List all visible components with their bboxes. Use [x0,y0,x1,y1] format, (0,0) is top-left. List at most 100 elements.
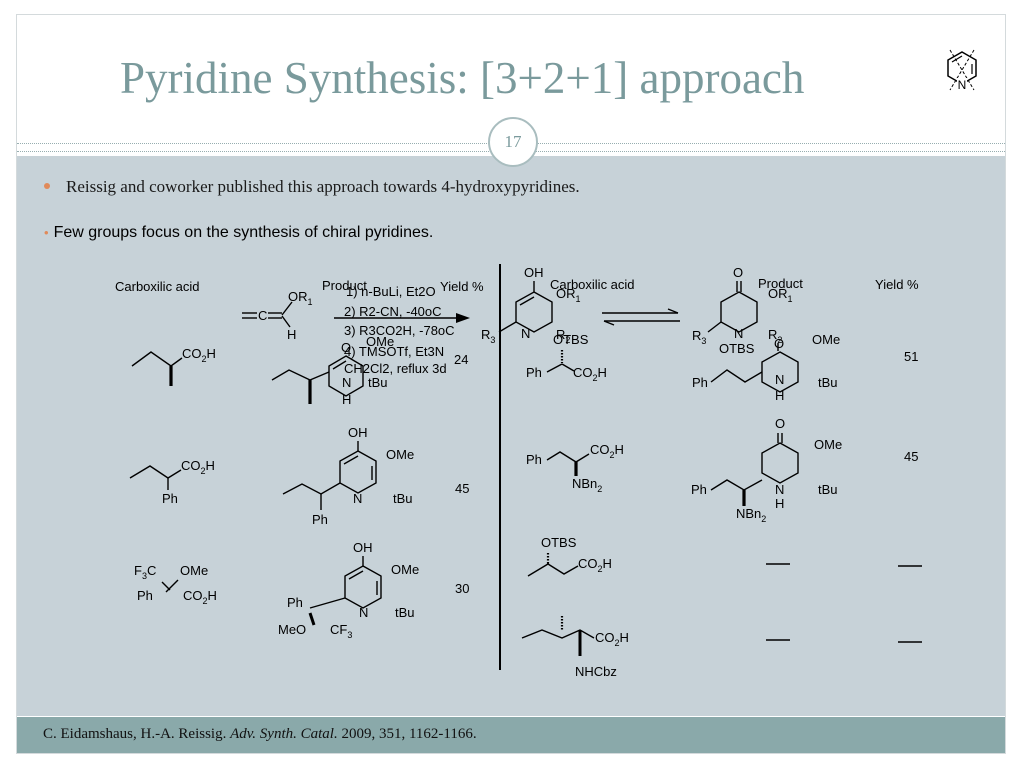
condition-4: 4) TMSOTf, Et3N [344,344,444,359]
allene-reagent: C OR1 H [242,289,313,342]
svg-text:Ph: Ph [692,375,708,390]
acid-left-2: Ph CO2H [129,458,215,506]
bullet-dot [44,183,50,190]
svg-text:H: H [775,496,784,511]
svg-text:OH: OH [353,540,373,555]
general-pyridone: O OR1 R3 N R2 [692,265,793,346]
svg-text:CF3: CF3 [330,622,352,640]
product-left-1: O OMe N H tBu [271,334,394,407]
svg-text:OH: OH [524,265,544,280]
yield-right-2: 45 [904,449,918,464]
svg-text:O: O [341,340,351,355]
page-number-badge: 17 [488,117,538,167]
svg-text:CO2H: CO2H [182,346,216,364]
svg-text:O: O [733,265,743,280]
product-left-3: OH OMe Ph MeO CF3 N tBu [278,540,419,640]
acid-right-4: CO2H NHCbz [521,616,629,679]
citation-footer: C. Eidamshaus, H.-A. Reissig. Adv. Synth… [17,717,1005,753]
svg-text:CO2H: CO2H [181,458,215,476]
svg-text:Ph: Ph [526,365,542,380]
svg-text:N: N [353,491,362,506]
bullet-1: Reissig and coworker published this appr… [44,177,580,197]
svg-text:N: N [342,375,351,390]
svg-text:CO2H: CO2H [573,365,607,383]
svg-text:Ph: Ph [312,512,328,527]
svg-text:N: N [775,372,784,387]
svg-text:tBu: tBu [395,605,415,620]
svg-text:NBn2: NBn2 [736,506,766,524]
header-left-product: Product [322,278,367,293]
svg-text:NHCbz: NHCbz [575,664,617,679]
svg-text:tBu: tBu [818,375,838,390]
svg-text:OMe: OMe [386,447,414,462]
bullet-2-text: Few groups focus on the synthesis of chi… [53,224,434,241]
header-right-product: Product [758,276,803,291]
svg-text:N: N [359,605,368,620]
header-right-yield: Yield % [875,277,919,292]
svg-text:OR1: OR1 [556,286,581,304]
svg-text:tBu: tBu [393,491,413,506]
acid-left-1: CO2H [131,346,216,386]
svg-text:OMe: OMe [812,332,840,347]
svg-text:N: N [775,482,784,497]
citation-text: C. Eidamshaus, H.-A. Reissig. Adv. Synth… [43,726,477,742]
svg-text:OMe: OMe [180,563,208,578]
allene-or-label: OR1 [288,289,313,307]
yield-left-1: 24 [454,352,468,367]
header-right-acid: Carboxilic acid [550,277,635,292]
svg-text:OR1: OR1 [768,286,793,304]
svg-text:OMe: OMe [814,437,842,452]
header-left-yield: Yield % [440,279,484,294]
product-right-2: O OMe Ph NBn2 N H tBu [691,416,842,524]
bullet-1-text: Reissig and coworker published this appr… [66,177,580,196]
slide-title: Pyridine Synthesis: [3+2+1] approach [120,53,805,103]
pyridine-logo-icon: N [947,49,977,92]
yield-left-3: 30 [455,581,469,596]
bullet-mark: • [44,225,49,240]
svg-text:O: O [774,336,784,351]
svg-text:CO2H: CO2H [590,442,624,460]
svg-text:N: N [734,326,743,341]
svg-text:H: H [775,388,784,403]
acid-right-3: OTBS CO2H [527,535,612,577]
svg-text:tBu: tBu [818,482,838,497]
equilibrium-arrows [602,308,680,326]
svg-text:N: N [521,326,530,341]
condition-3: 3) R3CO2H, -78oC [344,323,455,338]
svg-text:OTBS: OTBS [541,535,577,550]
svg-text:OTBS: OTBS [719,341,755,356]
svg-text:CO2H: CO2H [578,556,612,574]
acid-right-2: Ph CO2H NBn2 [526,442,624,494]
svg-text:NBn2: NBn2 [572,476,602,494]
svg-text:OMe: OMe [391,562,419,577]
svg-text:tBu: tBu [368,375,388,390]
svg-text:CO2H: CO2H [183,588,217,606]
svg-text:R2: R2 [768,327,782,345]
reaction-conditions: 1) n-BuLi, Et2O 2) R2-CN, -40oC 3) R3CO2… [344,284,455,376]
yield-left-2: 45 [455,481,469,496]
bullet-2: • Few groups focus on the synthesis of ch… [44,224,433,242]
svg-text:Ph: Ph [287,595,303,610]
svg-text:O: O [775,416,785,431]
condition-2: 2) R2-CN, -40oC [344,304,442,319]
slide-frame [16,14,1006,754]
svg-text:R3: R3 [692,328,706,346]
svg-text:H: H [342,392,351,407]
condition-1: 1) n-BuLi, Et2O [346,284,436,299]
general-hydroxypyridine: OH OR1 R3 N R2 [481,265,581,345]
svg-text:Ph: Ph [162,491,178,506]
svg-text:Ph: Ph [526,452,542,467]
product-left-2: OH OMe Ph N tBu [282,425,414,527]
svg-text:Ph: Ph [137,588,153,603]
allene-c: C [258,308,267,323]
svg-text:F3C: F3C [134,563,156,581]
svg-text:OMe: OMe [366,334,394,349]
condition-5: CH2Cl2, reflux 3d [344,361,447,376]
acid-right-1: OTBS Ph CO2H [526,332,607,383]
allene-h: H [287,327,296,342]
svg-text:R2: R2 [556,327,570,345]
product-right-1: O OMe OTBS Ph N H tBu [692,332,840,403]
svg-text:CO2H: CO2H [595,630,629,648]
